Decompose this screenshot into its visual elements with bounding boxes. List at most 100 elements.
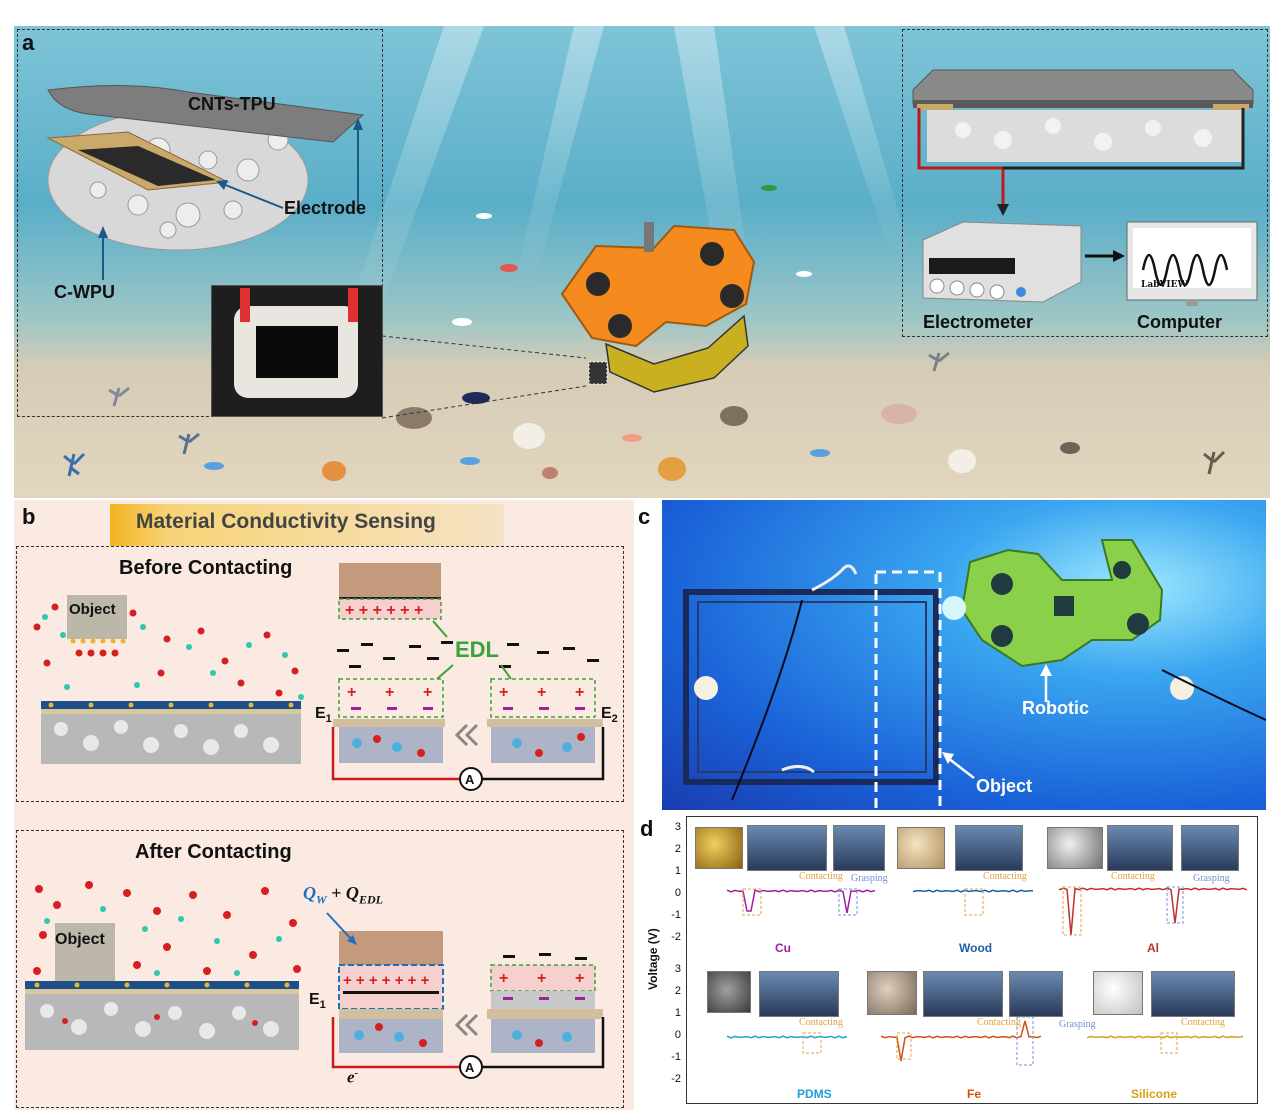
labview-logo: LabVIEW	[1141, 280, 1188, 290]
charge-formula: QW + QEDL	[303, 883, 383, 908]
panel-c-letter: c	[638, 504, 651, 529]
highlight-box-al-0	[1062, 886, 1082, 936]
y-tick-yticks_top-4: -1	[671, 909, 681, 921]
material-label-fe: Fe	[967, 1087, 982, 1101]
highlight-box-cu-0	[742, 888, 762, 916]
material-label-silicone: Silicone	[1131, 1087, 1178, 1101]
thumb-wood-object	[897, 827, 945, 869]
before-contacting-diagram: + + + + + + +++ +++	[33, 563, 605, 791]
note-pdms-contacting: Contacting	[799, 1017, 843, 1028]
svg-text:+: +	[385, 684, 394, 701]
panel-c-photo: Robotic Object	[662, 500, 1266, 810]
highlight-box-pdms-0	[802, 1032, 822, 1054]
formula-q: Q	[303, 883, 316, 903]
note-cu-grasping: Grasping	[851, 873, 888, 884]
voltage-trace-pdms	[726, 1035, 848, 1039]
note-al-grasping: Grasping	[1193, 873, 1230, 884]
thumb-fe-contact	[923, 971, 1003, 1017]
voltage-trace-cu	[726, 889, 876, 914]
before-contacting-box: + + + + + + +++ +++	[16, 546, 624, 802]
y-tick-yticks_bottom-5: -2	[671, 1073, 681, 1085]
y-tick-yticks_bottom-1: 2	[674, 985, 681, 997]
note-fe-contacting: Contacting	[977, 1017, 1021, 1028]
e1-subscript-after: 1	[319, 999, 326, 1012]
svg-text:+ + + + + +: + + + + + +	[345, 602, 423, 619]
thumb-fe-object	[867, 971, 917, 1015]
after-contacting-title: After Contacting	[135, 841, 292, 863]
electrometer-label: Electrometer	[923, 312, 1034, 332]
thumb-fe-grasp	[1009, 971, 1063, 1017]
edl-label: EDL	[455, 637, 499, 662]
thumb-silicone-contact	[1151, 971, 1235, 1017]
c-wpu-label: C-WPU	[54, 282, 115, 302]
after-contacting-box: + + + + + + + +++ After Contacting Objec…	[16, 830, 624, 1108]
measurement-circuit-diagram	[912, 69, 1258, 306]
tank-photo-illustration	[683, 539, 1266, 810]
sensor-structure-inset: CNTs-TPU Electrode C-WPU	[17, 29, 383, 417]
note-wood-contacting: Contacting	[983, 871, 1027, 882]
thumb-silicone-object	[1093, 971, 1143, 1015]
y-tick-yticks_top-0: 3	[674, 821, 681, 833]
svg-text:+: +	[575, 970, 584, 987]
thumb-pdms-contact	[759, 971, 839, 1017]
voltage-trace-silicone	[1086, 1035, 1244, 1039]
highlight-box-wood-0	[964, 888, 984, 916]
thumb-wood-contact	[955, 825, 1023, 871]
electron-label: e-	[347, 1067, 358, 1088]
formula-plus-q: + Q	[326, 883, 359, 903]
e2-label-before: E2	[601, 705, 618, 725]
panel-b: Material Conductivity Sensing	[14, 500, 634, 1110]
thumb-cu-object	[695, 827, 743, 869]
panel-d-letter: d	[640, 816, 654, 841]
e1-label-after: E1	[309, 991, 326, 1011]
computer-label: Computer	[1137, 312, 1222, 332]
panel-a-letter: a	[22, 30, 35, 55]
formula-w-subscript: W	[316, 892, 327, 907]
underwater-robot-illustration	[560, 222, 756, 393]
robotic-label: Robotic	[1022, 698, 1089, 718]
y-tick-yticks_bottom-3: 0	[674, 1029, 681, 1041]
y-tick-yticks_bottom-4: -1	[671, 1051, 681, 1063]
ammeter-label-before: A	[465, 772, 475, 787]
thumb-al-object	[1047, 827, 1103, 869]
y-axis-label: Voltage (V)	[646, 928, 660, 990]
panel-b-banner: Material Conductivity Sensing	[136, 510, 436, 533]
svg-text:+: +	[499, 970, 508, 987]
svg-text:+: +	[423, 684, 432, 701]
thumb-al-grasp	[1181, 825, 1239, 871]
electrode-label: Electrode	[284, 198, 367, 218]
y-tick-yticks_top-5: -2	[671, 931, 681, 943]
svg-text:+: +	[537, 970, 546, 987]
voltage-trace-al	[1058, 887, 1248, 936]
after-object-label: Object	[55, 931, 105, 948]
highlight-box-silicone-0	[1160, 1032, 1178, 1054]
e1-subscript: 1	[325, 713, 332, 726]
before-contacting-title: Before Contacting	[119, 557, 293, 579]
panel-a-scene: CNTs-TPU Electrode C-WPU	[14, 26, 1270, 498]
measurement-setup-inset: LabVIEW Electrometer Computer	[902, 29, 1268, 337]
material-label-al: Al	[1147, 941, 1159, 955]
material-label-cu: Cu	[775, 941, 791, 955]
thumb-al-contact	[1107, 825, 1173, 871]
thumb-cu-grasp	[833, 825, 885, 871]
highlight-box-cu-1	[838, 888, 858, 916]
y-tick-yticks_bottom-0: 3	[674, 963, 681, 975]
e1-letter-after: E	[309, 991, 320, 1008]
object-label-c: Object	[976, 776, 1033, 796]
svg-text:+: +	[575, 684, 584, 701]
note-fe-grasping: Grasping	[1059, 1019, 1096, 1030]
material-label-pdms: PDMS	[797, 1087, 832, 1101]
sensor-photo	[211, 285, 383, 417]
cnts-tpu-label: CNTs-TPU	[188, 94, 276, 114]
thumb-cu-contact	[747, 825, 827, 871]
y-tick-yticks_top-1: 2	[674, 843, 681, 855]
electron-superscript: -	[354, 1067, 359, 1079]
sensor-layer-diagram	[46, 84, 365, 280]
panel-b-letter: b	[22, 504, 36, 529]
voltage-traces	[726, 886, 1248, 1066]
highlight-box-fe-1	[1016, 1016, 1034, 1066]
thumb-pdms-object	[707, 971, 751, 1013]
e1-letter: E	[315, 705, 326, 722]
y-tick-yticks_top-2: 1	[674, 865, 681, 877]
e2-subscript: 2	[611, 713, 618, 726]
